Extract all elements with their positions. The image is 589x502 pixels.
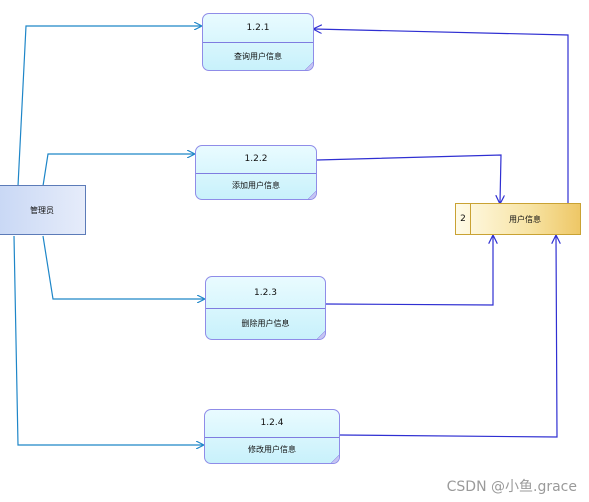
flow-admin-to-1-2-3 <box>42 235 204 299</box>
flow-1-2-2-to-store <box>316 154 501 203</box>
flow-1-2-3-to-store <box>325 236 493 306</box>
process-1-2-2-name: 添加用户信息 <box>232 181 280 191</box>
process-1-2-3-name: 删除用户信息 <box>241 319 290 328</box>
flow-admin-to-1-2-4 <box>13 235 203 445</box>
process-1-2-3-id: 1.2.3 <box>206 277 325 309</box>
datastore-name: 用户信息 <box>509 214 541 224</box>
datastore-user-info[interactable]: 2 用户信息 <box>455 203 581 235</box>
process-1-2-4[interactable]: 1.2.4 修改用户信息 <box>204 409 340 464</box>
flow-admin-to-1-2-2 <box>42 154 194 187</box>
process-1-2-1[interactable]: 1.2.1 查询用户信息 <box>202 13 314 71</box>
flow-store-to-1-2-1 <box>314 29 569 203</box>
flow-1-2-4-to-store <box>339 236 557 438</box>
flow-admin-to-1-2-1 <box>17 26 201 187</box>
corner-fold-icon <box>331 455 339 463</box>
process-1-2-4-name: 修改用户信息 <box>248 445 296 455</box>
datastore-id: 2 <box>456 204 471 234</box>
process-1-2-1-name: 查询用户信息 <box>234 51 282 61</box>
process-1-2-1-id: 1.2.1 <box>203 14 313 43</box>
process-1-2-2-id: 1.2.2 <box>196 146 316 174</box>
corner-fold-icon <box>308 191 316 199</box>
corner-fold-icon <box>317 331 325 339</box>
process-1-2-4-id: 1.2.4 <box>205 410 339 438</box>
admin-entity[interactable]: 管理员 <box>0 185 86 235</box>
process-1-2-3[interactable]: 1.2.3 删除用户信息 <box>205 276 326 340</box>
admin-entity-label: 管理员 <box>30 205 54 215</box>
corner-fold-icon <box>305 62 313 70</box>
watermark: CSDN @小鱼.grace <box>446 479 577 495</box>
process-1-2-2[interactable]: 1.2.2 添加用户信息 <box>195 145 317 200</box>
